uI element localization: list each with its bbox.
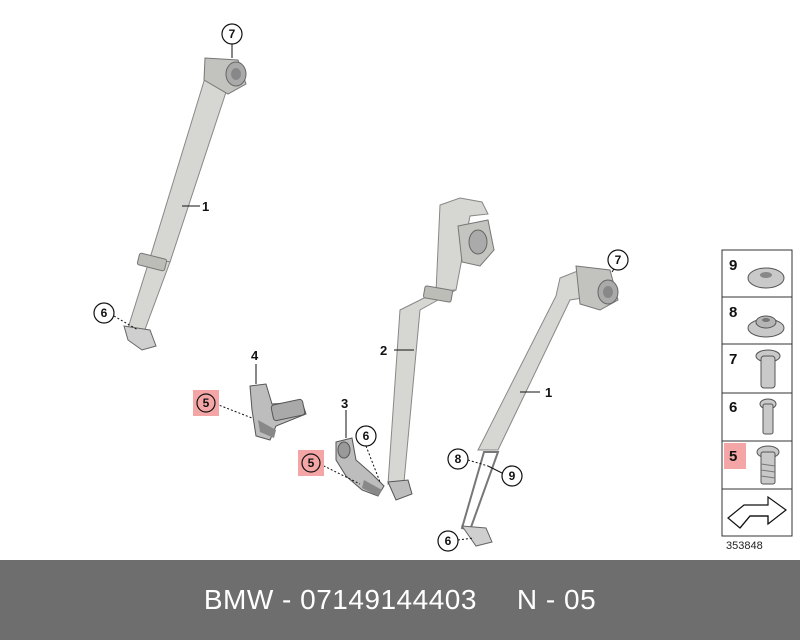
svg-text:6: 6 xyxy=(101,306,108,320)
buckle-part-4 xyxy=(249,383,307,441)
svg-text:6: 6 xyxy=(363,429,370,443)
legend-item-8: 8 xyxy=(729,304,737,321)
right-seat-belt xyxy=(460,265,619,547)
middle-seat-belt xyxy=(387,197,495,501)
part-number: BMW - 07149144403 xyxy=(203,584,477,615)
callout-4: 4 xyxy=(251,348,259,363)
threaded-bolt-icon xyxy=(756,445,780,485)
part-number-banner: BMW - 07149144403 N - 05 xyxy=(0,560,800,640)
left-seat-belt xyxy=(123,57,247,351)
arrow-icon xyxy=(727,495,788,529)
parts-legend: 9 8 7 6 5 xyxy=(721,249,793,537)
callout-5-highlighted-b: 5 xyxy=(298,450,324,476)
legend-item-6: 6 xyxy=(729,399,737,416)
callout-6-left: 6 xyxy=(93,302,115,324)
diagram-number: 353848 xyxy=(726,540,763,552)
svg-text:8: 8 xyxy=(455,452,462,466)
callout-3: 3 xyxy=(341,396,348,411)
legend-item-9: 9 xyxy=(729,257,737,274)
svg-text:5: 5 xyxy=(308,456,315,470)
legend-item-5: 5 xyxy=(729,448,737,465)
small-bolt-icon xyxy=(759,398,777,435)
callout-1-right: 1 xyxy=(545,385,552,400)
leader-lines xyxy=(113,44,621,541)
large-bolt-icon xyxy=(755,349,781,389)
callout-8: 8 xyxy=(447,448,469,470)
callout-1-left: 1 xyxy=(202,199,209,214)
callout-6-bottom: 6 xyxy=(437,530,459,552)
variant-code: N - 05 xyxy=(516,584,597,615)
svg-text:6: 6 xyxy=(445,534,452,548)
svg-text:7: 7 xyxy=(615,253,622,267)
legend-item-7: 7 xyxy=(729,351,737,368)
callout-7-top-left: 7 xyxy=(221,23,243,45)
buckle-part-3 xyxy=(335,437,385,497)
svg-text:5: 5 xyxy=(203,396,210,410)
callout-5-highlighted-a: 5 xyxy=(193,390,219,416)
callout-9: 9 xyxy=(501,465,523,487)
callout-2: 2 xyxy=(380,343,387,358)
svg-text:9: 9 xyxy=(509,469,516,483)
parts-diagram: 7 1 6 4 5 3 6 5 2 7 1 8 9 6 xyxy=(93,23,793,552)
svg-text:7: 7 xyxy=(229,27,236,41)
callout-7-right: 7 xyxy=(607,249,629,271)
callout-6-middle: 6 xyxy=(355,425,377,447)
